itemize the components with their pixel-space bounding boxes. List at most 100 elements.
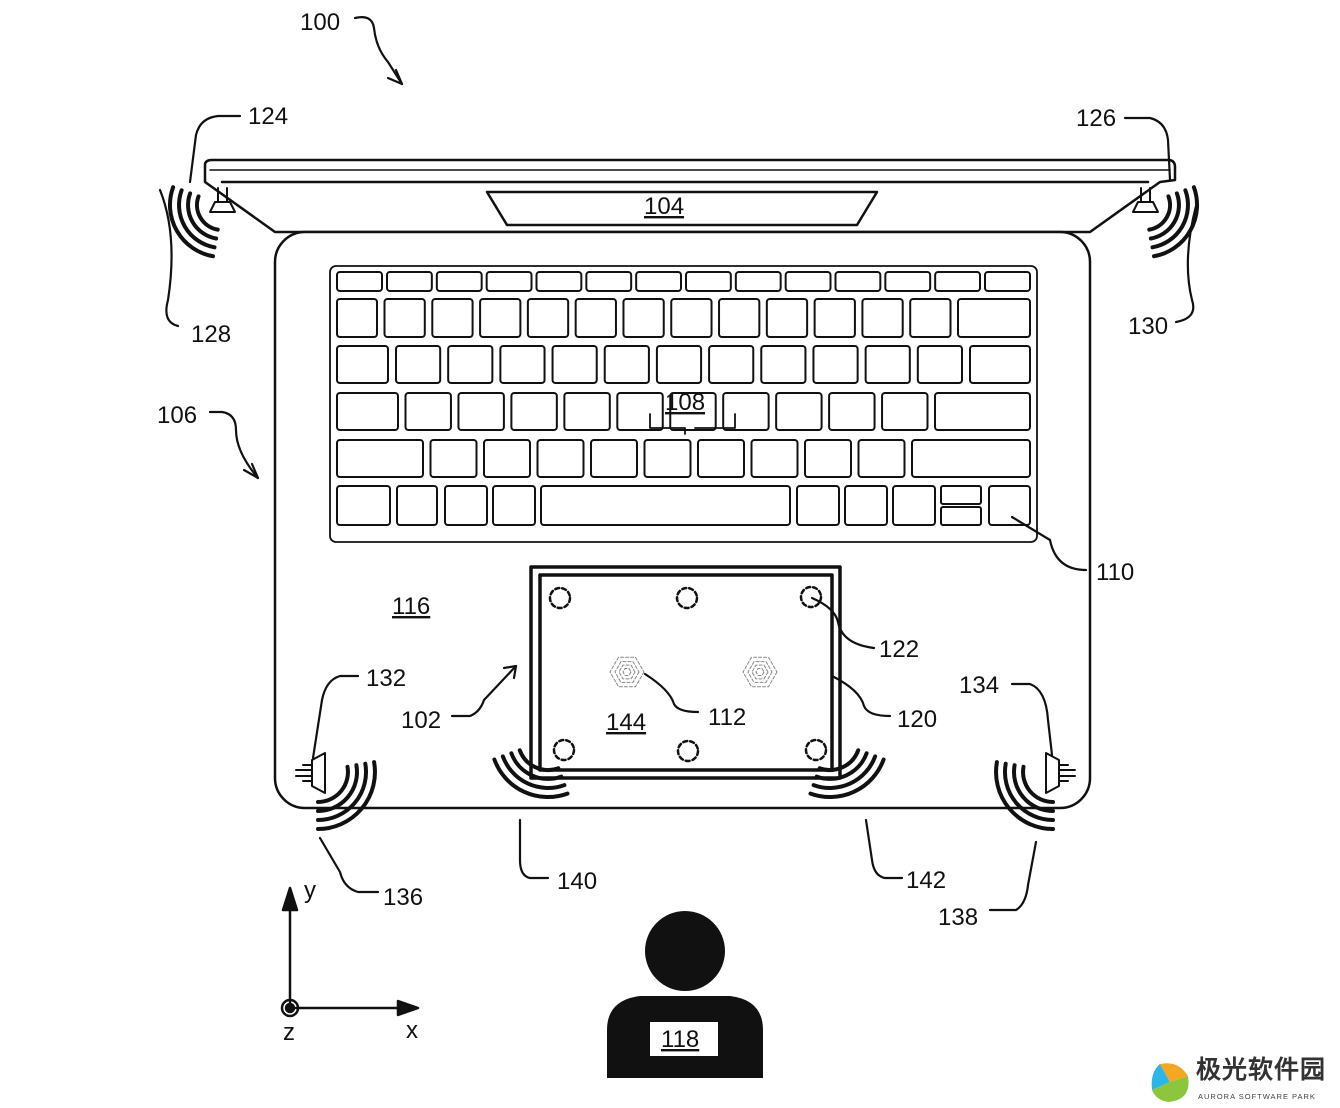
- sound-wave: [814, 751, 869, 781]
- key: [708, 345, 755, 384]
- key: [616, 392, 664, 431]
- key: [828, 392, 876, 431]
- sensor-icon: [676, 739, 700, 763]
- sound-wave: [1021, 764, 1055, 804]
- key: [796, 485, 840, 526]
- speaker-top-right-icon: [1132, 187, 1159, 213]
- watermark-text-cn: 极光软件园: [1196, 1055, 1327, 1084]
- sensor-icon: [548, 586, 572, 610]
- axis-x-label: x: [406, 1017, 418, 1044]
- key: [670, 298, 713, 338]
- label-112: 112: [708, 704, 746, 731]
- key: [395, 345, 442, 384]
- key: [734, 271, 782, 292]
- leader-lines: [158, 16, 1198, 912]
- key: [526, 298, 570, 338]
- key: [765, 298, 809, 338]
- key: [909, 298, 952, 338]
- label-124: 124: [248, 103, 288, 130]
- label-116: 116: [392, 593, 430, 620]
- sound-wave: [167, 185, 215, 259]
- key: [447, 345, 494, 384]
- key: [857, 439, 906, 478]
- key: [775, 392, 823, 431]
- sound-wave: [316, 760, 377, 831]
- actuators: [609, 656, 778, 688]
- key: [934, 392, 1031, 431]
- trackpad-outer: [529, 565, 842, 780]
- coordinate-axes: [280, 886, 420, 1018]
- key: [535, 271, 583, 292]
- key: [590, 439, 638, 478]
- key: [881, 392, 929, 431]
- key: [483, 439, 531, 478]
- key: [429, 439, 478, 478]
- label-106: 106: [157, 402, 197, 429]
- label-136: 136: [383, 884, 423, 911]
- key: [911, 439, 1031, 478]
- label-130: 130: [1128, 313, 1168, 340]
- label-110: 110: [1096, 559, 1134, 586]
- key: [635, 271, 683, 292]
- label-138: 138: [938, 904, 978, 931]
- key: [336, 485, 391, 526]
- sound-wave: [316, 763, 359, 813]
- label-104: 104: [644, 193, 684, 220]
- label-132: 132: [366, 665, 406, 692]
- key: [574, 298, 617, 338]
- actuator-icon: [755, 668, 765, 676]
- key: [444, 485, 488, 526]
- speaker-bottom-left-icon: [295, 752, 326, 794]
- sound-wave: [1003, 761, 1055, 822]
- actuator-icon: [614, 661, 640, 683]
- key: [812, 345, 859, 384]
- label-120: 120: [897, 706, 937, 733]
- label-140: 140: [557, 868, 597, 895]
- sound-wave: [186, 191, 219, 241]
- key: [457, 392, 505, 431]
- user-figure: [607, 911, 763, 1078]
- key: [336, 271, 383, 292]
- key: [492, 485, 536, 526]
- key: [934, 271, 982, 292]
- sound-wave: [1148, 191, 1181, 241]
- label-100: 100: [300, 9, 340, 36]
- sound-wave: [177, 188, 217, 250]
- key: [540, 485, 791, 526]
- actuator-icon: [747, 661, 773, 683]
- actuator-icon: [609, 656, 645, 688]
- keyboard-outline: [329, 265, 1038, 543]
- key: [336, 392, 399, 431]
- sensor-icon: [552, 738, 576, 762]
- key-arrow-down: [940, 506, 982, 526]
- key: [603, 345, 650, 384]
- key: [988, 485, 1031, 526]
- key: [336, 439, 424, 478]
- key: [884, 271, 932, 292]
- sound-wave: [817, 748, 861, 772]
- key: [957, 298, 1031, 338]
- key: [892, 485, 936, 526]
- key: [563, 392, 611, 431]
- label-108: 108: [665, 389, 705, 416]
- speaker-bottom-right-icon: [1045, 752, 1076, 794]
- sound-wave: [195, 194, 220, 232]
- key: [655, 345, 703, 384]
- sound-wave: [517, 748, 561, 772]
- sensors: [548, 585, 828, 763]
- key: [386, 271, 433, 292]
- sound-waves: [167, 185, 1200, 831]
- sound-wave: [500, 754, 567, 790]
- key: [750, 439, 799, 478]
- sensor-icon: [799, 585, 823, 609]
- key: [864, 345, 911, 384]
- sound-wave: [492, 757, 570, 800]
- sound-wave: [1150, 188, 1190, 250]
- key: [697, 439, 745, 478]
- key: [510, 392, 558, 431]
- sensor-icon: [675, 586, 699, 610]
- sound-wave: [316, 761, 368, 822]
- laptop-body: [273, 230, 1092, 810]
